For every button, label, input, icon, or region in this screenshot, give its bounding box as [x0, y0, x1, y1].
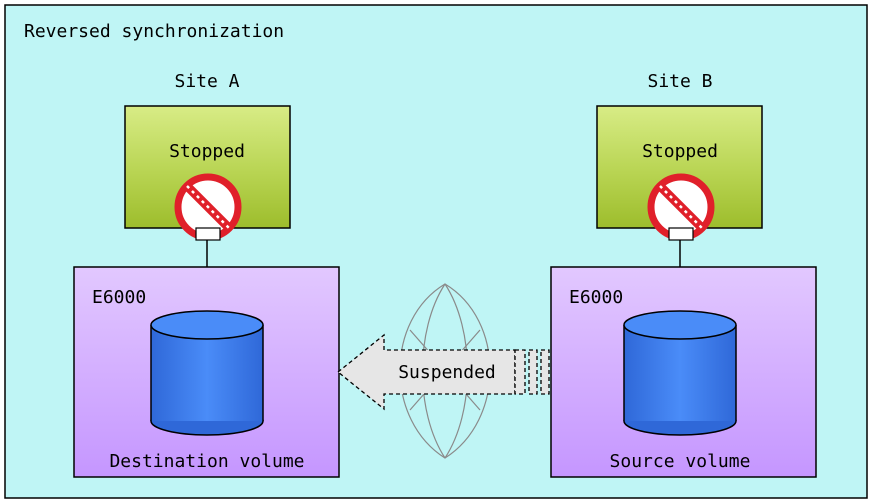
site-a-server-status: Stopped: [169, 141, 245, 162]
site-b-port: [668, 227, 694, 241]
site-b-server-status: Stopped: [642, 141, 718, 162]
cylinder-icon: [623, 310, 737, 436]
arrow-left-icon: [336, 333, 550, 411]
link-status-label: Suspended: [398, 362, 496, 383]
diagram-title: Reversed synchronization: [24, 21, 284, 42]
site-a: Site A Stopped E6000 Destination volume: [73, 71, 340, 478]
site-b: Site B Stopped E6000 Source volume: [550, 71, 817, 478]
site-a-label: Site A: [174, 71, 239, 92]
site-b-storage-label: E6000: [569, 287, 623, 308]
stop-icon: [647, 173, 715, 241]
site-a-port: [195, 227, 221, 241]
site-b-volume-label: Source volume: [610, 451, 751, 472]
site-a-volume-label: Destination volume: [109, 451, 304, 472]
site-b-label: Site B: [647, 71, 712, 92]
stop-icon: [174, 173, 242, 241]
cylinder-icon: [150, 310, 264, 436]
site-a-storage-label: E6000: [92, 287, 146, 308]
